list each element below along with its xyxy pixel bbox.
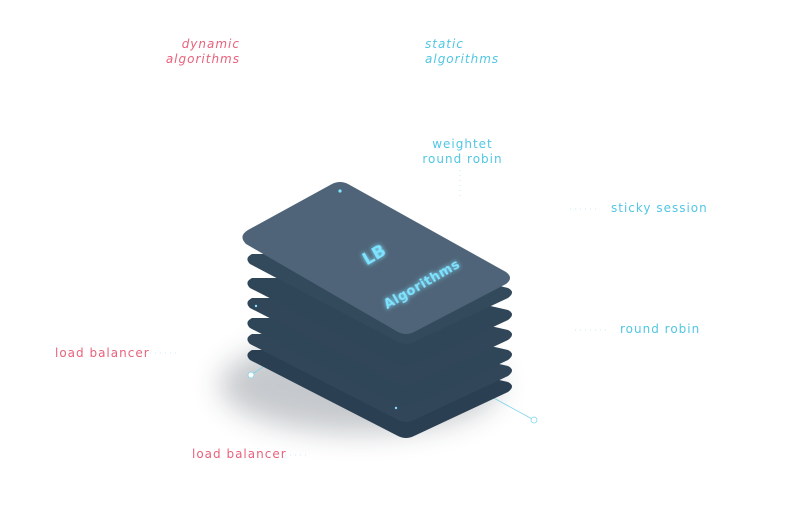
label-round-robin: round robin bbox=[620, 322, 701, 336]
card-status-dot bbox=[338, 189, 342, 193]
label-load-balancer-bottom: load balancer bbox=[192, 447, 287, 461]
label-static-algorithms: static algorithms bbox=[425, 37, 500, 66]
connector-right bbox=[489, 395, 535, 421]
label-load-balancer-left: load balancer bbox=[55, 346, 150, 360]
layer-stack: LB Algorithms bbox=[242, 182, 512, 438]
dotted-leaders bbox=[150, 170, 610, 456]
label-weighted-round-robin: weightet round robin bbox=[422, 137, 503, 166]
top-card bbox=[242, 182, 510, 334]
layer-dot bbox=[394, 406, 398, 410]
layer-dot bbox=[254, 304, 258, 308]
connector-left-node bbox=[247, 371, 255, 379]
label-dynamic-algorithms: dynamic algorithms bbox=[165, 37, 240, 66]
connector-right-node bbox=[530, 416, 538, 424]
label-sticky-session: sticky session bbox=[611, 201, 708, 215]
